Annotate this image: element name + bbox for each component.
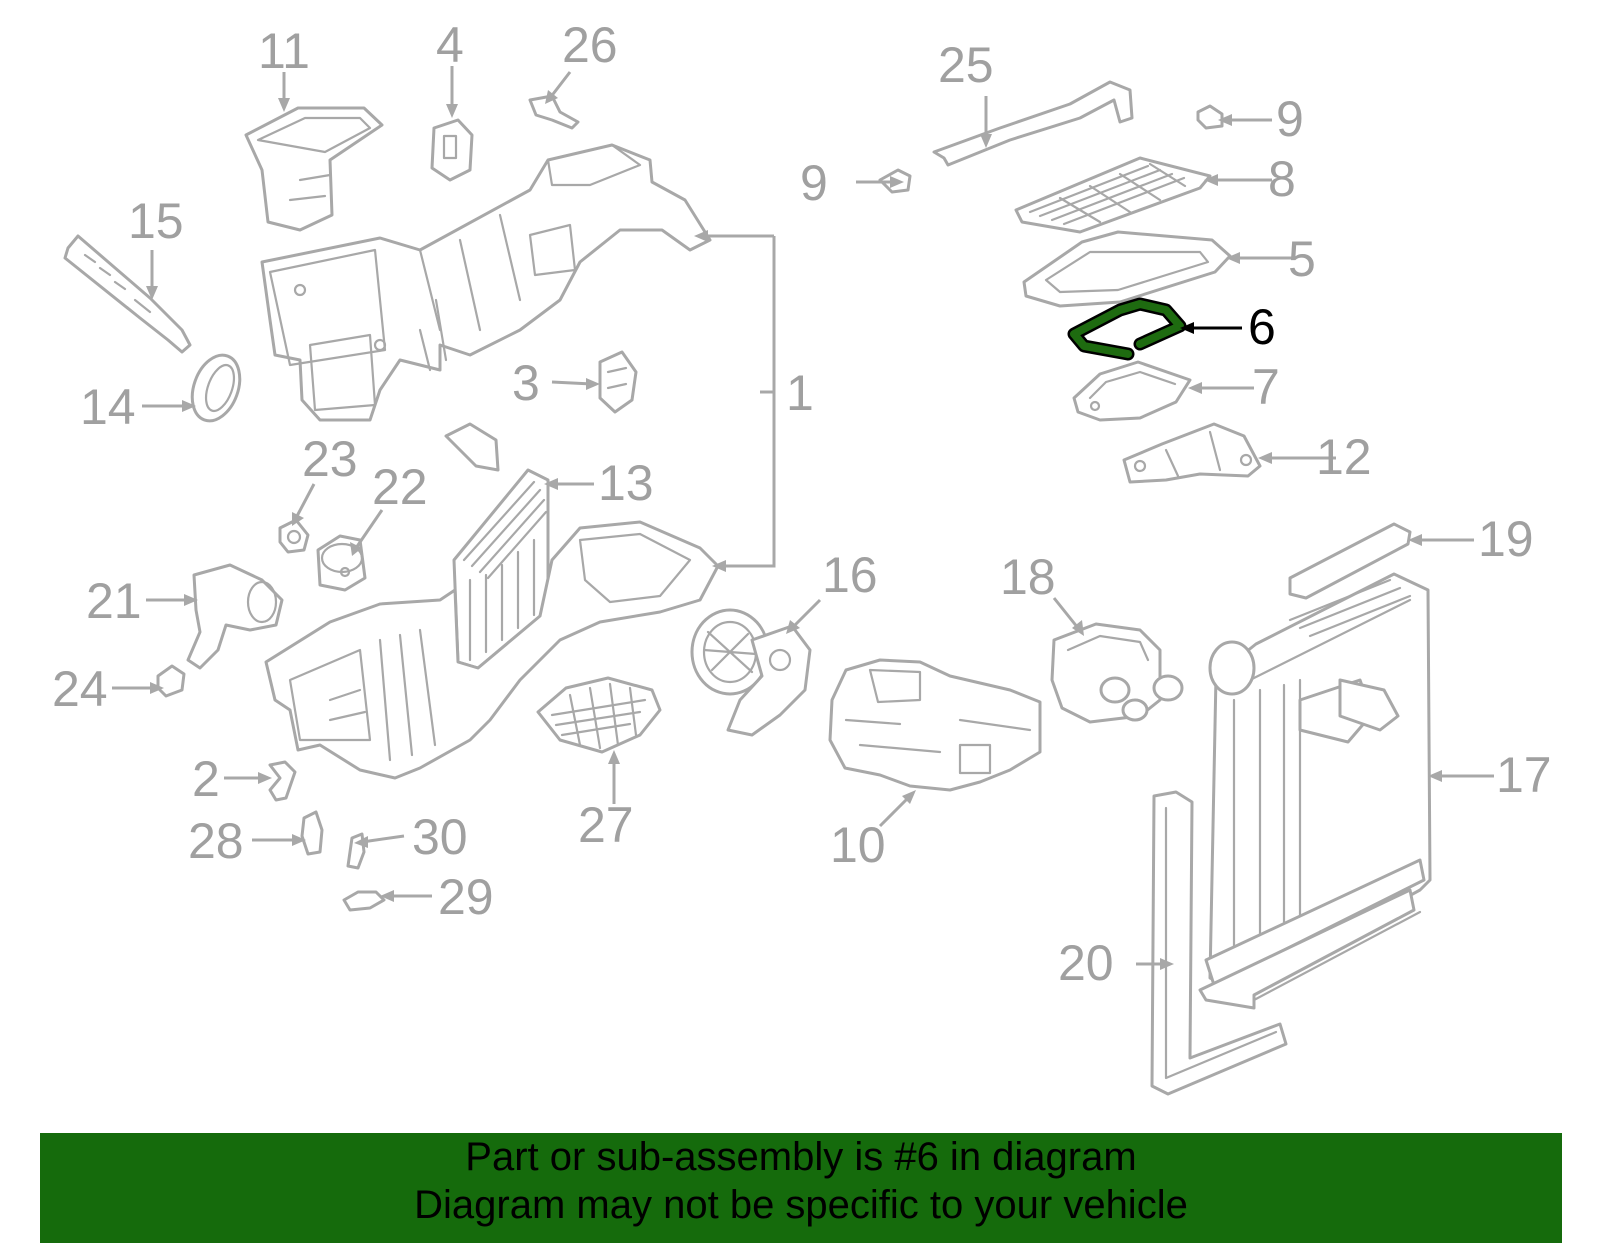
part-7-plate xyxy=(1072,360,1192,422)
part-12-bracket xyxy=(1122,422,1262,484)
callout-19: 19 xyxy=(1478,511,1534,567)
part-17-heater-core xyxy=(1198,572,1432,1010)
part-15-sensor xyxy=(63,234,192,354)
callout-3: 3 xyxy=(512,355,540,411)
callout-30: 30 xyxy=(412,809,468,865)
part-21-elbow xyxy=(186,563,284,670)
part-6-seal-highlighted xyxy=(1067,297,1187,361)
part-30-clip xyxy=(346,832,366,870)
callout-22: 22 xyxy=(372,459,428,515)
callout-6-highlighted: 6 xyxy=(1248,299,1276,355)
part-4-bracket xyxy=(430,118,474,182)
part-20-seal-frame xyxy=(1150,790,1288,1096)
callout-16: 16 xyxy=(822,547,878,603)
part-10-actuator xyxy=(828,658,1042,792)
callout-24: 24 xyxy=(52,661,108,717)
part-19-strip xyxy=(1288,522,1412,600)
callout-27: 27 xyxy=(578,797,634,853)
callout-11: 11 xyxy=(258,23,310,79)
callout-23: 23 xyxy=(302,431,358,487)
part-28-clip xyxy=(300,810,324,856)
part-9-clip-right xyxy=(1196,104,1224,130)
info-banner: Part or sub-assembly is #6 in diagram Di… xyxy=(40,1133,1562,1243)
part-2-clip xyxy=(268,760,297,802)
part-29-clip xyxy=(342,890,386,912)
callout-labels: 11 4 26 15 14 3 1 13 23 22 21 24 2 28 30… xyxy=(52,17,1552,991)
callout-21: 21 xyxy=(86,573,142,629)
part-23-grommet xyxy=(278,518,310,554)
part-16-blower xyxy=(690,608,812,737)
part-1-heater-case-lower xyxy=(264,520,720,780)
callout-20: 20 xyxy=(1058,935,1114,991)
part-3-bracket xyxy=(598,350,638,414)
callout-18: 18 xyxy=(1000,549,1056,605)
callout-9-right: 9 xyxy=(1276,91,1304,147)
part-18-valve xyxy=(1050,622,1184,724)
part-26-clip xyxy=(528,94,580,130)
callout-10: 10 xyxy=(830,817,886,873)
callout-1: 1 xyxy=(786,365,814,421)
part-24-nut xyxy=(156,664,186,698)
callout-4: 4 xyxy=(436,17,464,73)
parts-diagram: 11 4 26 15 14 3 1 13 23 22 21 24 2 28 30… xyxy=(52,17,1552,1096)
callout-2: 2 xyxy=(192,751,220,807)
callout-13: 13 xyxy=(598,455,654,511)
banner-line-disclaimer: Diagram may not be specific to your vehi… xyxy=(414,1183,1188,1227)
callout-7: 7 xyxy=(1252,359,1280,415)
callout-26: 26 xyxy=(562,17,618,73)
part-14-ring xyxy=(190,353,242,423)
part-1-heater-case-upper xyxy=(260,143,712,422)
part-11-duct xyxy=(244,106,384,232)
callout-28: 28 xyxy=(188,813,244,869)
part-5-housing xyxy=(1022,230,1232,308)
callout-17: 17 xyxy=(1496,747,1552,803)
part-8-filter xyxy=(1014,156,1212,234)
part-25-strip xyxy=(932,80,1134,167)
callout-5: 5 xyxy=(1288,231,1316,287)
callout-8: 8 xyxy=(1268,151,1296,207)
part-6-seal-fill xyxy=(1070,300,1184,358)
arrowheads xyxy=(146,90,1442,970)
callout-15: 15 xyxy=(128,193,184,249)
leader-lines xyxy=(112,66,1494,966)
callout-14: 14 xyxy=(80,379,136,435)
callout-25: 25 xyxy=(938,37,994,93)
banner-line-part: Part or sub-assembly is #6 in diagram xyxy=(465,1135,1137,1179)
callout-29: 29 xyxy=(438,869,494,925)
callout-12: 12 xyxy=(1316,429,1372,485)
callout-9-left: 9 xyxy=(800,155,828,211)
part-27-grille xyxy=(536,676,662,754)
